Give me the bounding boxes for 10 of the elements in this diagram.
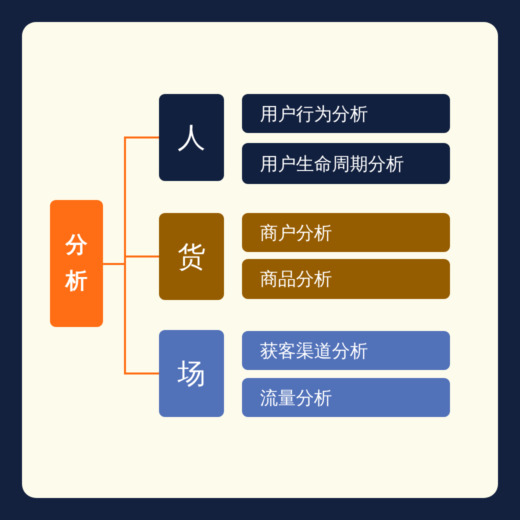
category-box: 人	[159, 94, 224, 181]
topic-box: 用户行为分析	[242, 94, 450, 133]
topic-box: 用户生命周期分析	[242, 143, 450, 184]
category-box: 货	[159, 213, 224, 300]
root-box: 分析	[50, 200, 103, 327]
category-box: 场	[159, 330, 224, 417]
topic-box: 流量分析	[242, 378, 450, 417]
topic-box: 获客渠道分析	[242, 331, 450, 370]
topic-box: 商户分析	[242, 213, 450, 252]
topic-box: 商品分析	[242, 259, 450, 299]
